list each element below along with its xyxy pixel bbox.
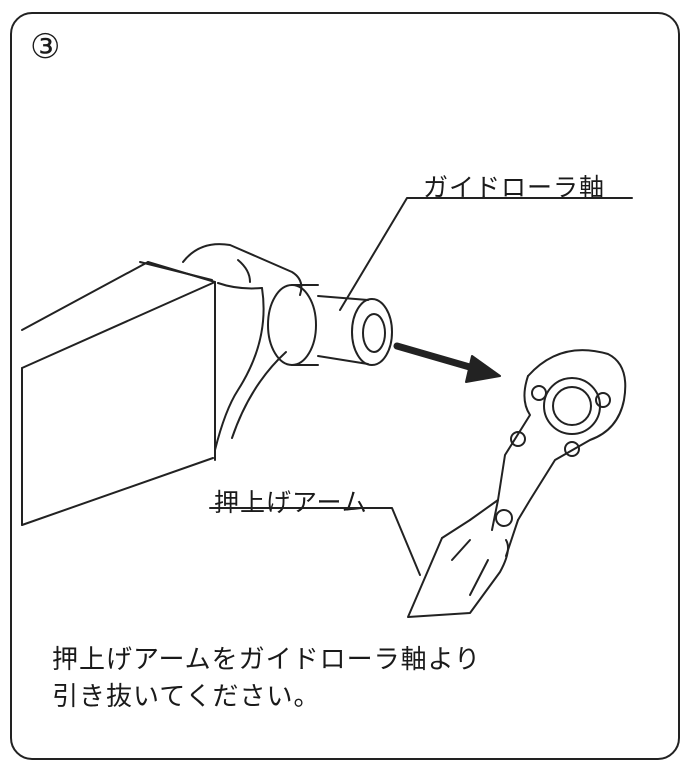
step-number: ③ bbox=[30, 27, 61, 67]
instruction-line-1: 押上げアームをガイドローラ軸より bbox=[52, 645, 482, 675]
shaft-collar bbox=[267, 284, 319, 366]
guide-roller-shaft bbox=[317, 295, 393, 366]
push-up-arm bbox=[407, 349, 627, 618]
instruction-line-2: 引き抜いてください。 bbox=[52, 682, 321, 712]
push-up-arm-label: 押上げアーム bbox=[214, 488, 368, 517]
square-beam bbox=[21, 261, 216, 526]
instruction-text: 押上げアームをガイドローラ軸より 引き抜いてください。 bbox=[52, 642, 481, 716]
shaft-leader-line bbox=[339, 197, 633, 311]
panel-frame bbox=[10, 12, 680, 760]
removal-arrow bbox=[393, 342, 501, 383]
bracket-housing bbox=[182, 243, 303, 451]
arm-leader-line bbox=[209, 507, 421, 576]
